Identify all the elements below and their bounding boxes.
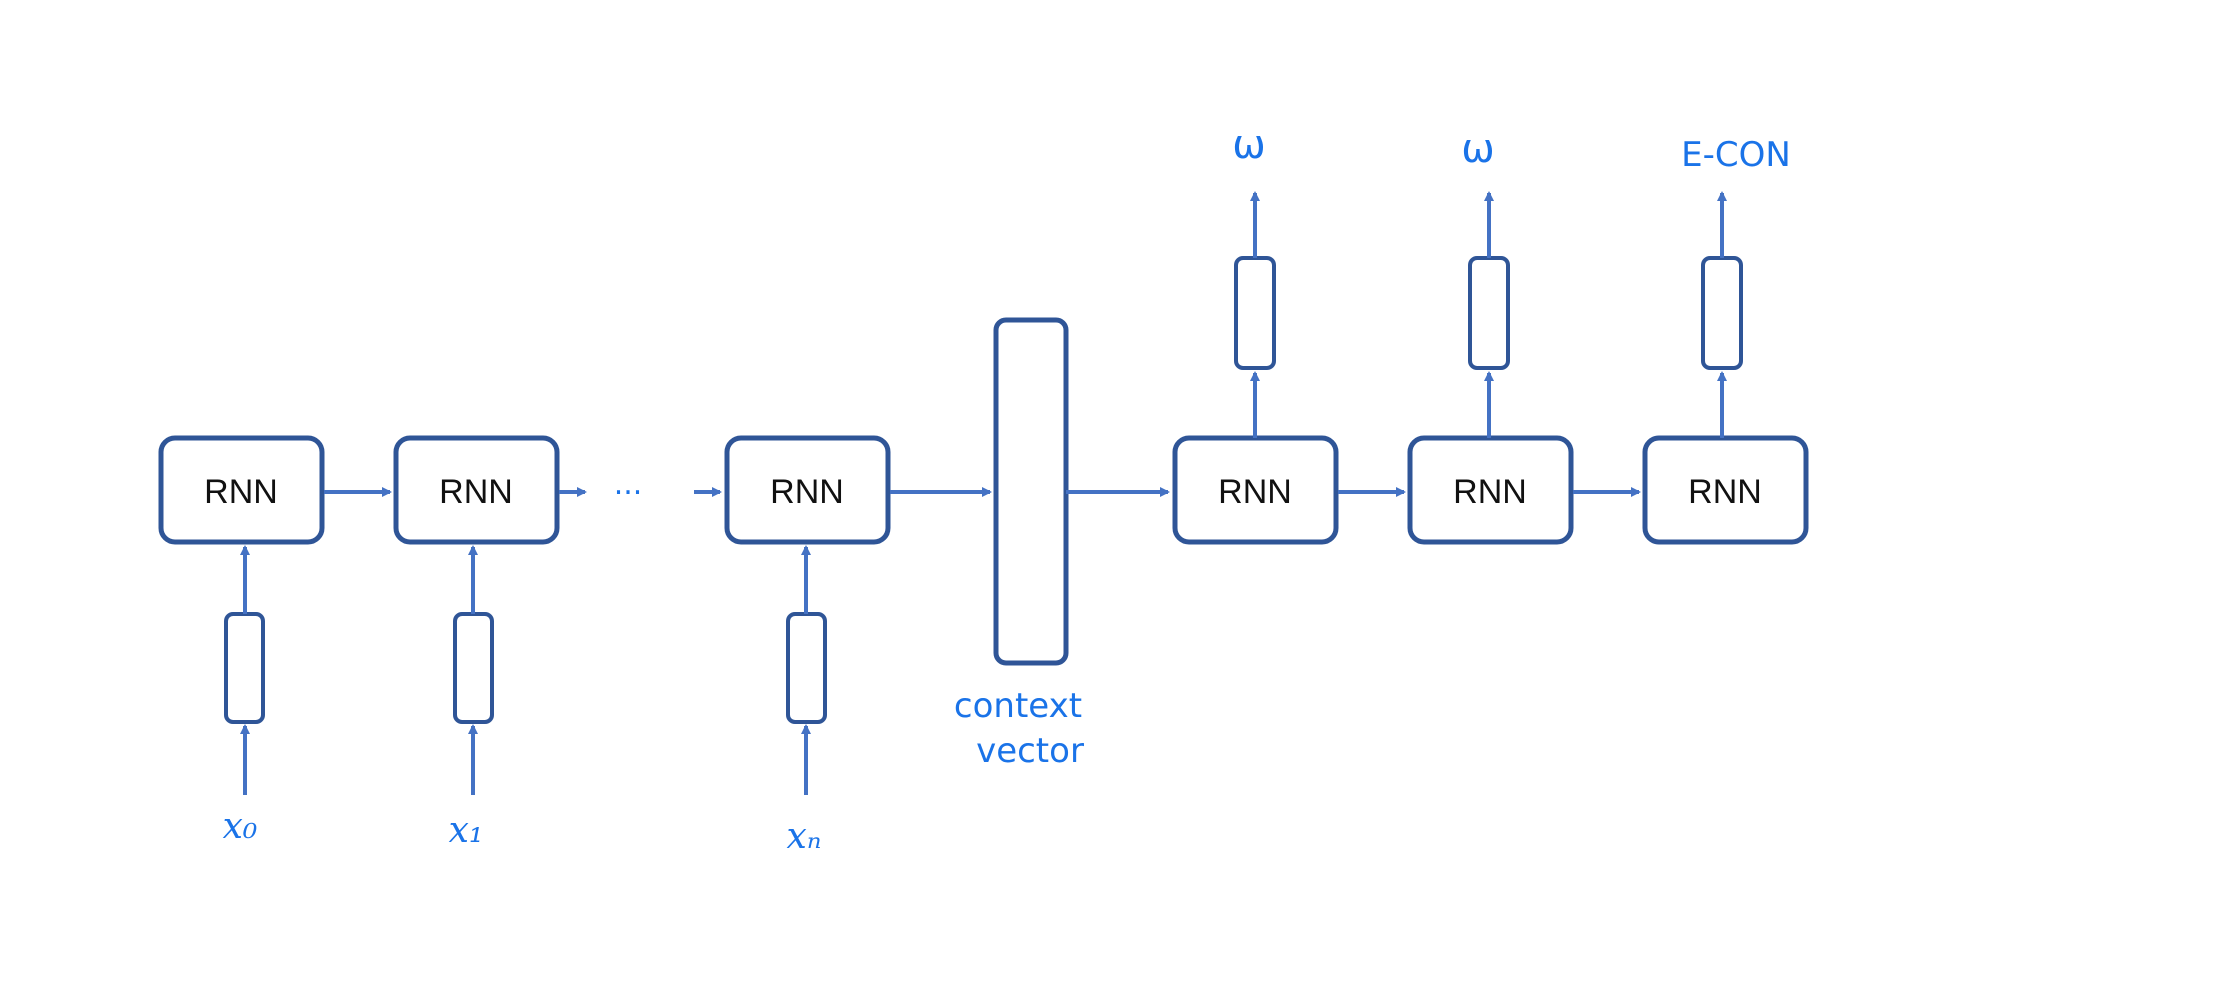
context-vector	[993, 317, 1069, 666]
decoder-cell-3: RNN	[1642, 435, 1809, 545]
encoder-ellipsis: ...	[614, 467, 643, 502]
encoder-cell-1: RNN	[158, 435, 325, 545]
input-vector-1	[224, 612, 265, 724]
encoder-cell-2-label: RNN	[439, 473, 513, 511]
output-vector-3	[1701, 256, 1743, 370]
output-vector-1	[1234, 256, 1276, 370]
output-label-1: ω	[1232, 122, 1266, 168]
decoder-cell-3-label: RNN	[1688, 473, 1762, 511]
input-label-xn: xₙ	[787, 816, 822, 857]
output-label-3: E-CON	[1681, 135, 1791, 175]
encoder-cell-n: RNN	[724, 435, 891, 545]
encoder-cell-2: RNN	[393, 435, 560, 545]
output-vector-2	[1468, 256, 1510, 370]
context-label-line1: context	[954, 686, 1082, 726]
input-vector-n	[786, 612, 827, 724]
decoder-cell-1-label: RNN	[1218, 473, 1292, 511]
input-vector-2	[453, 612, 494, 724]
input-label-x1: x₁	[449, 810, 484, 851]
input-label-x0: x₀	[223, 806, 258, 847]
encoder-cell-1-label: RNN	[204, 473, 278, 511]
output-label-2: ω	[1461, 126, 1495, 172]
encoder-cell-n-label: RNN	[770, 473, 844, 511]
decoder-cell-1: RNN	[1172, 435, 1339, 545]
context-label-line2: vector	[976, 731, 1084, 771]
decoder-cell-2-label: RNN	[1453, 473, 1527, 511]
decoder-cell-2: RNN	[1407, 435, 1574, 545]
